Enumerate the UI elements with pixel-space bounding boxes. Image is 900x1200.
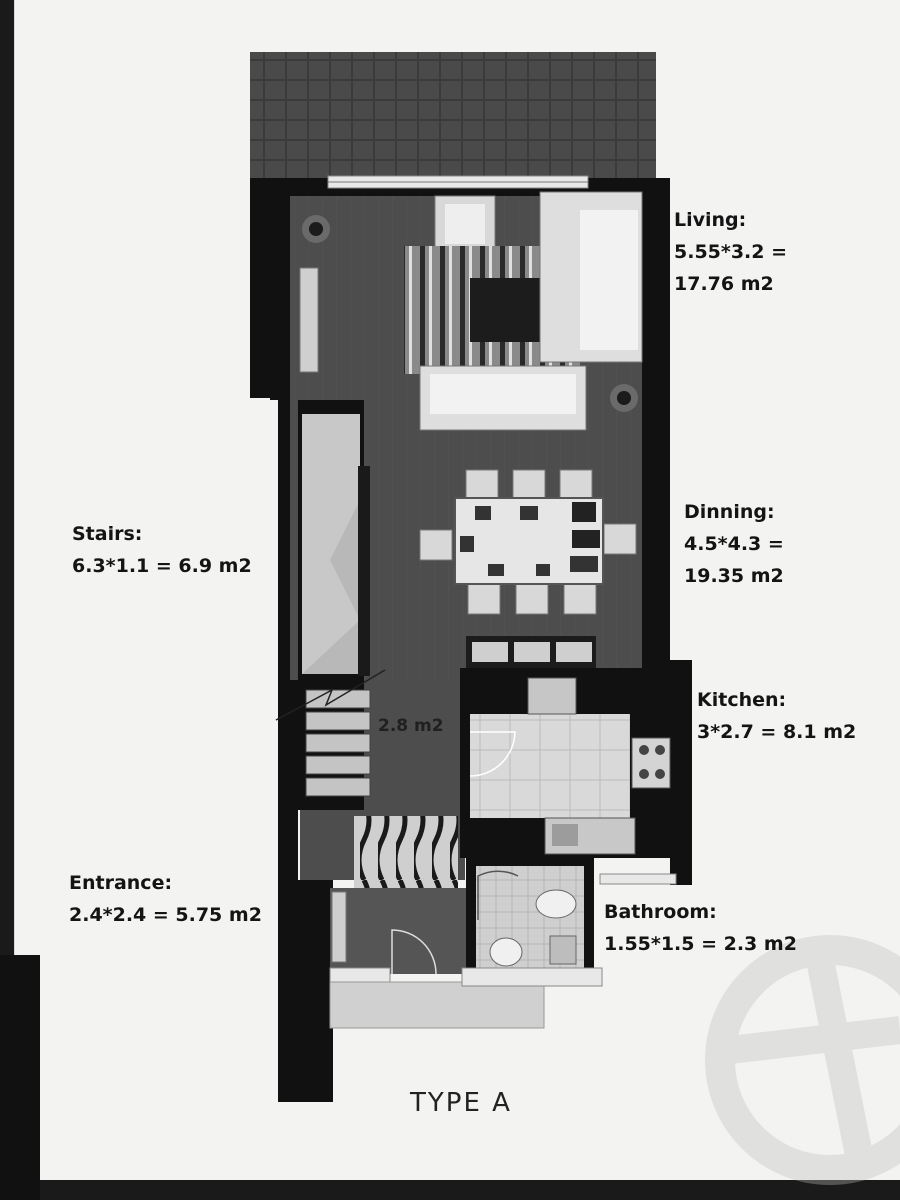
dinning-name: Dinning: xyxy=(684,501,775,523)
bathroom-name: Bathroom: xyxy=(604,901,717,923)
plan-title: TYPE A xyxy=(410,1088,512,1118)
plant-icon xyxy=(302,215,330,243)
living-furniture xyxy=(404,191,643,431)
dinning-dims: 4.5*4.3 = xyxy=(684,533,784,555)
stairs-area: 6.3*1.1 = 6.9 m2 xyxy=(72,555,252,577)
kitchen-label: Kitchen: 3*2.7 = 8.1 m2 xyxy=(697,684,856,748)
stairs-label: Stairs: 6.3*1.1 = 6.9 m2 xyxy=(72,518,252,582)
stair-steps xyxy=(305,689,371,797)
company-logo xyxy=(705,935,900,1185)
outer-walls xyxy=(250,178,692,1102)
bathroom-area: 1.55*1.5 = 2.3 m2 xyxy=(604,933,797,955)
entrance-rug xyxy=(354,816,458,890)
dinning-label: Dinning: 4.5*4.3 = 19.35 m2 xyxy=(684,496,784,592)
stairs-name: Stairs: xyxy=(72,523,143,545)
living-dims: 5.55*3.2 = xyxy=(674,241,788,263)
kitchen xyxy=(460,668,672,858)
living-area: 17.76 m2 xyxy=(674,273,774,295)
corridor-area-label: 2.8 m2 xyxy=(378,716,444,736)
dining-table xyxy=(419,469,637,615)
balcony-terrace xyxy=(250,52,656,180)
dinning-area: 19.35 m2 xyxy=(684,565,784,587)
living-label: Living: 5.55*3.2 = 17.76 m2 xyxy=(674,204,787,300)
entrance-area: 2.4*2.4 = 5.75 m2 xyxy=(69,904,262,926)
kitchen-name: Kitchen: xyxy=(697,689,787,711)
living-window xyxy=(327,175,589,189)
kitchen-area: 3*2.7 = 8.1 m2 xyxy=(697,721,857,743)
entrance xyxy=(329,888,603,1029)
entrance-label: Entrance: 2.4*2.4 = 5.75 m2 xyxy=(69,867,262,931)
entrance-name: Entrance: xyxy=(69,872,173,894)
stairs xyxy=(275,400,386,810)
bathroom-label: Bathroom: 1.55*1.5 = 2.3 m2 xyxy=(604,896,797,960)
bathroom xyxy=(466,858,677,986)
plant-icon xyxy=(610,384,638,412)
background-shadow xyxy=(0,955,40,1200)
dining-sideboard xyxy=(466,636,596,668)
tv-console xyxy=(299,267,319,373)
living-name: Living: xyxy=(674,209,747,231)
